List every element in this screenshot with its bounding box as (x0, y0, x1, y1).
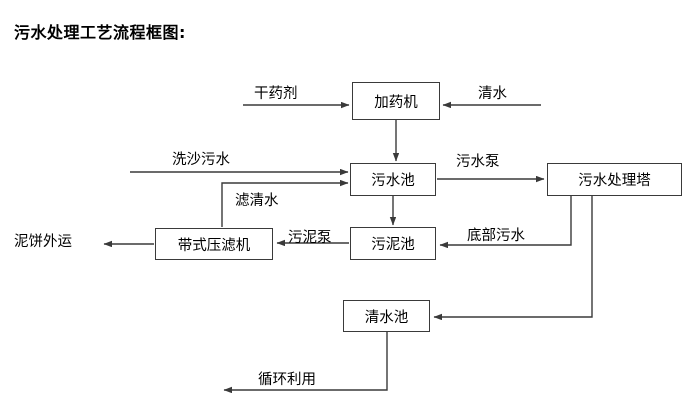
edge-tower-to-clean-water-pool (433, 196, 593, 321)
label-wastewater-pump: 污水泵 (456, 154, 500, 170)
label-clean-water-in: 清水 (478, 86, 507, 102)
label-sand-wash-wastewater: 洗沙污水 (172, 152, 230, 168)
label-sludge-pump: 污泥泵 (288, 230, 332, 246)
label-bottom-wastewater: 底部污水 (467, 228, 525, 244)
node-belt-filter-press[interactable]: 带式压滤机 (155, 228, 273, 260)
edge-tower-bottom-to-sludge-pool (439, 196, 572, 249)
label-recycle-reuse: 循环利用 (258, 372, 316, 388)
label-dry-chemical: 干药剂 (254, 86, 298, 102)
node-sludge-pool[interactable]: 污泥池 (350, 227, 436, 260)
label-filtered-clear-water: 滤清水 (235, 193, 279, 209)
node-treatment-tower[interactable]: 污水处理塔 (547, 163, 682, 196)
node-label: 污泥池 (371, 237, 415, 253)
node-label: 带式压滤机 (177, 237, 251, 254)
node-label: 污水处理塔 (578, 173, 651, 189)
label-mud-cake-transport: 泥饼外运 (14, 234, 72, 250)
page-title: 污水处理工艺流程框图: (14, 23, 186, 42)
edge-filtered-water-to-pool (221, 179, 349, 227)
node-label: 污水池 (371, 173, 415, 189)
node-label: 加药机 (374, 94, 418, 111)
edge-clean-water-pool-to-recycle (223, 332, 388, 394)
node-dosing-machine[interactable]: 加药机 (352, 82, 440, 120)
node-label: 清水池 (364, 309, 409, 326)
node-clean-water-pool[interactable]: 清水池 (343, 300, 430, 332)
node-wastewater-pool[interactable]: 污水池 (350, 163, 436, 196)
